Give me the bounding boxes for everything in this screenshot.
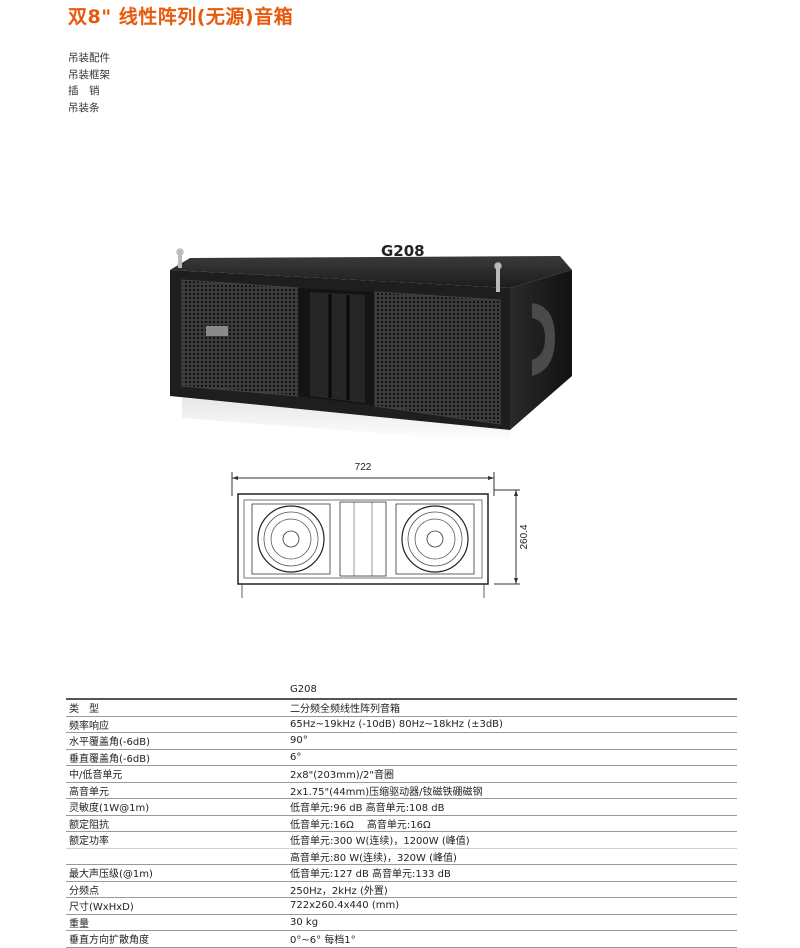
height-dimension-label: 260.4 — [519, 524, 530, 549]
spec-row: 额定功率 低音单元:300 W(连续)，1200W (峰值) — [66, 832, 737, 848]
accessory-item: 插 销 — [68, 85, 100, 97]
spec-header-model: G208 — [290, 684, 317, 695]
accessory-list: 吊装配件 吊装框架 插 销 吊装条 — [68, 50, 110, 116]
spec-label: 灵敏度(1W@1m) — [69, 803, 150, 815]
right-grille — [374, 291, 501, 425]
accessory-item: 吊装条 — [68, 101, 100, 114]
spec-label: 重量 — [69, 918, 89, 930]
spec-label: 频率响应 — [69, 720, 109, 732]
spec-value: 30 kg — [290, 916, 319, 928]
speaker-photo — [170, 248, 572, 443]
spec-row: 灵敏度(1W@1m) 低音单元:96 dB 高音单元:108 dB — [66, 799, 737, 815]
spec-row: 高音单元 2x1.75"(44mm)压缩驱动器/钕磁铁硼磁钢 — [66, 782, 737, 799]
side-handle — [532, 303, 555, 376]
spec-label: 水平覆盖角(-6dB) — [69, 737, 150, 749]
accessory-item: 吊装配件 — [68, 52, 110, 64]
speaker-side — [510, 270, 572, 430]
page-title: 双8" 线性阵列(无源)音箱 — [68, 6, 294, 28]
spec-table: G208 类 型 二分频全频线性阵列音箱 频率响应 65Hz~19kHz (-1… — [66, 681, 737, 948]
accessory-item: 吊装框架 — [68, 68, 110, 81]
spec-row: 尺寸(WxHxD) 722x260.4x440 (mm) — [66, 898, 737, 914]
spec-value: 低音单元:127 dB 高音单元:133 dB — [290, 869, 451, 881]
spec-label: 垂直覆盖角(-6dB) — [69, 753, 150, 765]
width-dimension-label: 722 — [355, 462, 372, 473]
spec-label: 垂直方向扩散角度 — [69, 935, 149, 947]
cabinet-outline — [237, 493, 489, 585]
spec-value: 65Hz~19kHz (-10dB) 80Hz~18kHz (±3dB) — [290, 718, 503, 730]
spec-header-row: G208 — [66, 681, 737, 699]
spec-value: 90° — [290, 735, 308, 747]
spec-row: 水平覆盖角(-6dB) 90° — [66, 733, 737, 749]
spec-label — [66, 848, 287, 865]
drawing-woofer-left — [257, 505, 325, 573]
spec-value: 二分频全频线性阵列音箱 — [290, 704, 400, 716]
drawing-waveguide — [339, 501, 387, 577]
rigging-pin-right — [496, 264, 500, 292]
spec-row: 类 型 二分频全频线性阵列音箱 — [66, 699, 737, 716]
spec-label: 类 型 — [69, 704, 99, 716]
rigging-pin-left — [178, 250, 182, 268]
spec-label: 分频点 — [69, 885, 99, 897]
waveguide-slot — [310, 292, 365, 403]
spec-value: 6° — [290, 751, 302, 763]
spec-row: 垂直覆盖角(-6dB) 6° — [66, 749, 737, 766]
spec-value: 250Hz，2kHz (外置) — [290, 885, 388, 897]
brand-logo-badge — [206, 326, 228, 336]
spec-label: 额定功率 — [69, 836, 109, 848]
spec-value: 低音单元:16Ω 高音单元:16Ω — [290, 819, 431, 831]
product-model-label: G208 — [381, 242, 425, 260]
spec-label: 中/低音单元 — [69, 770, 123, 782]
spec-row: 重量 30 kg — [66, 914, 737, 931]
spec-row: 垂直方向扩散角度 0°~6° 每档1° — [66, 931, 737, 947]
spec-value: 2x8"(203mm)/2"音圈 — [290, 770, 394, 782]
spec-value: 高音单元:80 W(连续)，320W (峰值) — [290, 852, 457, 864]
spec-value: 0°~6° 每档1° — [290, 935, 356, 947]
drawing-woofer-right — [401, 505, 469, 573]
spec-row: 中/低音单元 2x8"(203mm)/2"音圈 — [66, 766, 737, 782]
spec-label: 高音单元 — [69, 786, 109, 798]
spec-row: 最大声压级(@1m) 低音单元:127 dB 高音单元:133 dB — [66, 865, 737, 881]
spec-label: 尺寸(WxHxD) — [69, 902, 134, 914]
speaker-top — [170, 256, 572, 288]
spec-value: 722x260.4x440 (mm) — [290, 900, 400, 912]
spec-row: 额定阻抗 低音单元:16Ω 高音单元:16Ω — [66, 815, 737, 832]
spec-value: 低音单元:300 W(连续)，1200W (峰值) — [290, 836, 470, 848]
spec-row: 高音单元:80 W(连续)，320W (峰值) — [66, 848, 737, 865]
spec-label: 最大声压级(@1m) — [69, 869, 153, 881]
spec-value: 低音单元:96 dB 高音单元:108 dB — [290, 803, 445, 815]
dimension-drawing: 722 260.4 — [231, 462, 530, 598]
spec-row: 分频点 250Hz，2kHz (外置) — [66, 881, 737, 898]
left-grille — [181, 279, 299, 397]
speaker-reflection — [182, 398, 510, 443]
spec-header-label — [66, 681, 287, 699]
spec-row: 频率响应 65Hz~19kHz (-10dB) 80Hz~18kHz (±3dB… — [66, 716, 737, 733]
spec-value: 2x1.75"(44mm)压缩驱动器/钕磁铁硼磁钢 — [290, 786, 483, 798]
spec-label: 额定阻抗 — [69, 819, 109, 831]
